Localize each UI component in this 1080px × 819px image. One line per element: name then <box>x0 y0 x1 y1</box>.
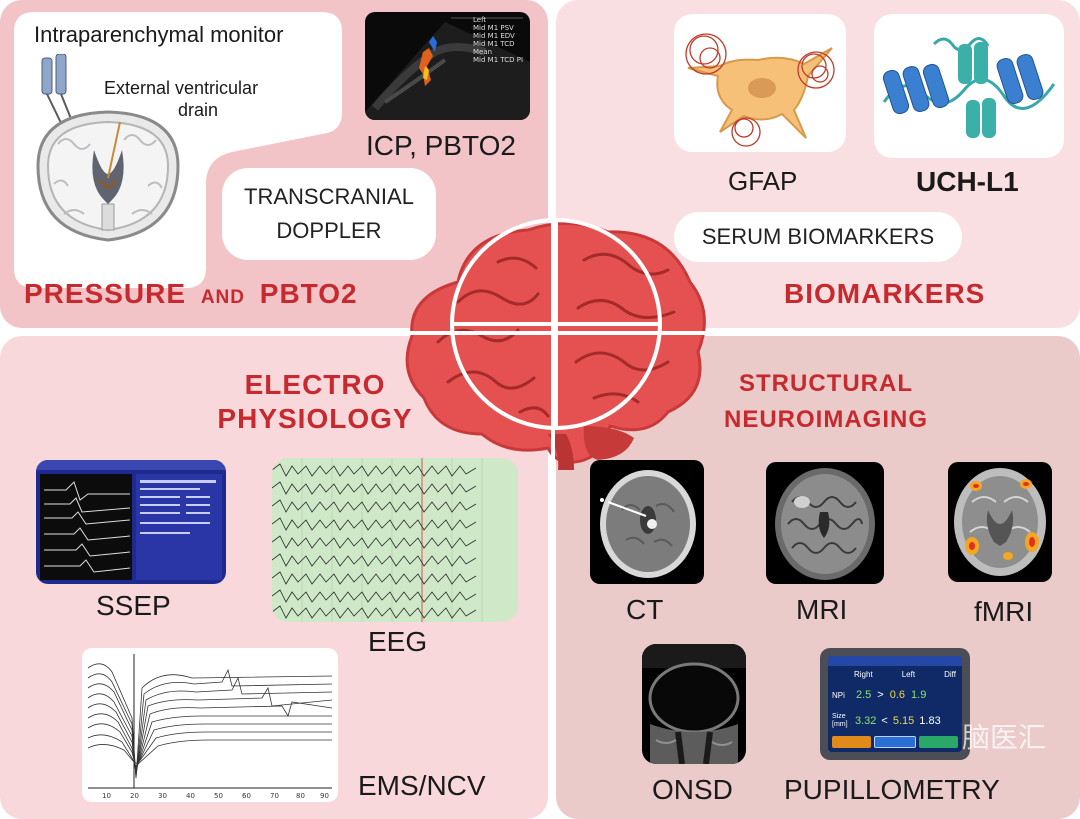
structural-line1: STRUCTURAL <box>739 370 913 397</box>
size-label-line1: Size <box>832 713 846 720</box>
tcd-line2: DOPPLER <box>276 218 382 243</box>
size-right: 3.32 <box>855 715 877 727</box>
emg-tick: 30 <box>158 792 167 800</box>
size-row: Size [mm] 3.32 < 5.15 1.83 <box>832 710 962 732</box>
serum-label: SERUM BIOMARKERS <box>701 224 935 249</box>
tcd-readout-line: Left <box>473 16 487 24</box>
evd-label-line2: drain <box>178 100 219 120</box>
tcd-readout-line: Mid M1 PSV <box>473 24 514 32</box>
ssep-image <box>36 460 226 584</box>
col-diff: Diff <box>944 670 956 679</box>
emg-tick: 90 <box>320 792 329 800</box>
col-left: Left <box>901 670 916 679</box>
size-label-line2: [mm] <box>832 721 848 728</box>
pupillometer-screen: Right Left Diff NPi 2.5 > 0.6 1.9 Size [… <box>828 656 962 752</box>
pupil-record-button[interactable] <box>918 736 958 748</box>
intraparenchymal-label: Intraparenchymal monitor <box>34 22 284 47</box>
coronal-brain-icon <box>36 54 180 242</box>
title-and: AND <box>200 287 245 308</box>
npi-left: 0.6 <box>889 689 906 701</box>
ssep-label: SSEP <box>96 590 171 621</box>
mri-image <box>766 462 884 584</box>
onsd-image <box>642 644 746 764</box>
emg-tick: 10 <box>102 792 111 800</box>
eeg-label: EEG <box>368 626 428 657</box>
electro-line2: PHYSIOLOGY <box>217 403 413 434</box>
onsd-label: ONSD <box>652 774 733 805</box>
npi-label: NPi <box>832 690 845 700</box>
emg-tick: 80 <box>296 792 305 800</box>
emg-tick: 40 <box>186 792 195 800</box>
vertical-divider <box>551 0 555 819</box>
emg-label: EMS/NCV <box>358 770 486 801</box>
pupillometer-status-bar <box>828 656 962 666</box>
uchl1-image <box>874 14 1064 158</box>
size-left: 5.15 <box>892 715 915 727</box>
col-right: Right <box>854 670 873 679</box>
icp-label: ICP, PBTO2 <box>366 130 516 161</box>
emg-tick: 60 <box>242 792 251 800</box>
neuroimaging-title: STRUCTURAL NEUROIMAGING <box>716 366 936 438</box>
biomarkers-panel: GFAP UCH-L1 SERUM BIOMARKERS BIOMARKERS <box>556 0 1080 328</box>
electrophysiology-panel: ELECTRO PHYSIOLOGY SSEP <box>0 336 548 819</box>
emg-image: 10 20 30 40 50 60 70 80 90 <box>82 648 338 802</box>
ct-image <box>590 460 704 584</box>
serum-bubble: SERUM BIOMARKERS <box>674 212 962 262</box>
electrophysiology-title: ELECTRO PHYSIOLOGY <box>210 368 420 436</box>
ct-label: CT <box>626 594 664 625</box>
emg-tick: 70 <box>270 792 279 800</box>
central-brain-icon <box>405 218 706 470</box>
tcd-bubble: TRANSCRANIAL DOPPLER <box>222 168 436 260</box>
npi-diff: 1.9 <box>911 689 927 701</box>
size-label: Size [mm] <box>832 713 850 729</box>
watermark: 脑医汇 <box>962 721 1047 754</box>
emg-tick: 20 <box>130 792 139 800</box>
structural-line2: NEUROIMAGING <box>724 406 928 433</box>
title-pressure: PRESSURE <box>24 278 187 309</box>
fmri-image <box>948 462 1052 582</box>
tcd-readout-line: Mid M1 TCD PI <box>473 56 524 64</box>
biomarkers-title: BIOMARKERS <box>784 278 986 309</box>
mri-label: MRI <box>796 594 848 625</box>
size-diff: 1.83 <box>919 715 941 727</box>
uchl1-label: UCH-L1 <box>916 166 1019 197</box>
tcd-readout-line: Mid M1 TCD Mean <box>473 40 515 56</box>
emg-tick: 50 <box>214 792 223 800</box>
horizontal-divider <box>0 331 1080 335</box>
pupillometry-label: PUPILLOMETRY <box>784 774 1000 805</box>
pupil-header-row: Right Left Diff <box>854 670 962 679</box>
fmri-label: fMRI <box>974 596 1034 627</box>
npi-row: NPi 2.5 > 0.6 1.9 <box>832 684 962 706</box>
npi-op: > <box>877 689 884 701</box>
tcd-line1: TRANSCRANIAL <box>244 184 414 209</box>
eeg-image <box>272 458 518 622</box>
pupil-battery-button[interactable] <box>832 736 872 748</box>
electro-line1: ELECTRO <box>244 369 386 400</box>
title-pbto2: PBTO2 <box>259 278 358 309</box>
tcd-readout-line: Mid M1 EDV <box>473 32 515 40</box>
gfap-label: GFAP <box>728 166 798 196</box>
pupil-button-bar <box>832 736 958 748</box>
neuroimaging-panel: STRUCTURAL NEUROIMAGING CT MRI <box>556 336 1080 819</box>
pupillometer-device: Right Left Diff NPi 2.5 > 0.6 1.9 Size [… <box>820 648 970 760</box>
tcd-ultrasound-image: Left Mid M1 PSV Mid M1 EDV Mid M1 TCD Me… <box>365 12 530 120</box>
evd-label-line1: External ventricular <box>104 78 259 98</box>
tcd-readout: Left Mid M1 PSV Mid M1 EDV Mid M1 TCD Me… <box>473 16 530 64</box>
pressure-panel: Intraparenchymal monitor External ventri… <box>0 0 548 328</box>
gfap-image <box>674 14 846 152</box>
size-op: < <box>881 715 888 727</box>
pupil-play-button[interactable] <box>874 736 916 748</box>
npi-right: 2.5 <box>856 689 872 701</box>
pressure-title: PRESSURE AND PBTO2 <box>24 278 358 310</box>
